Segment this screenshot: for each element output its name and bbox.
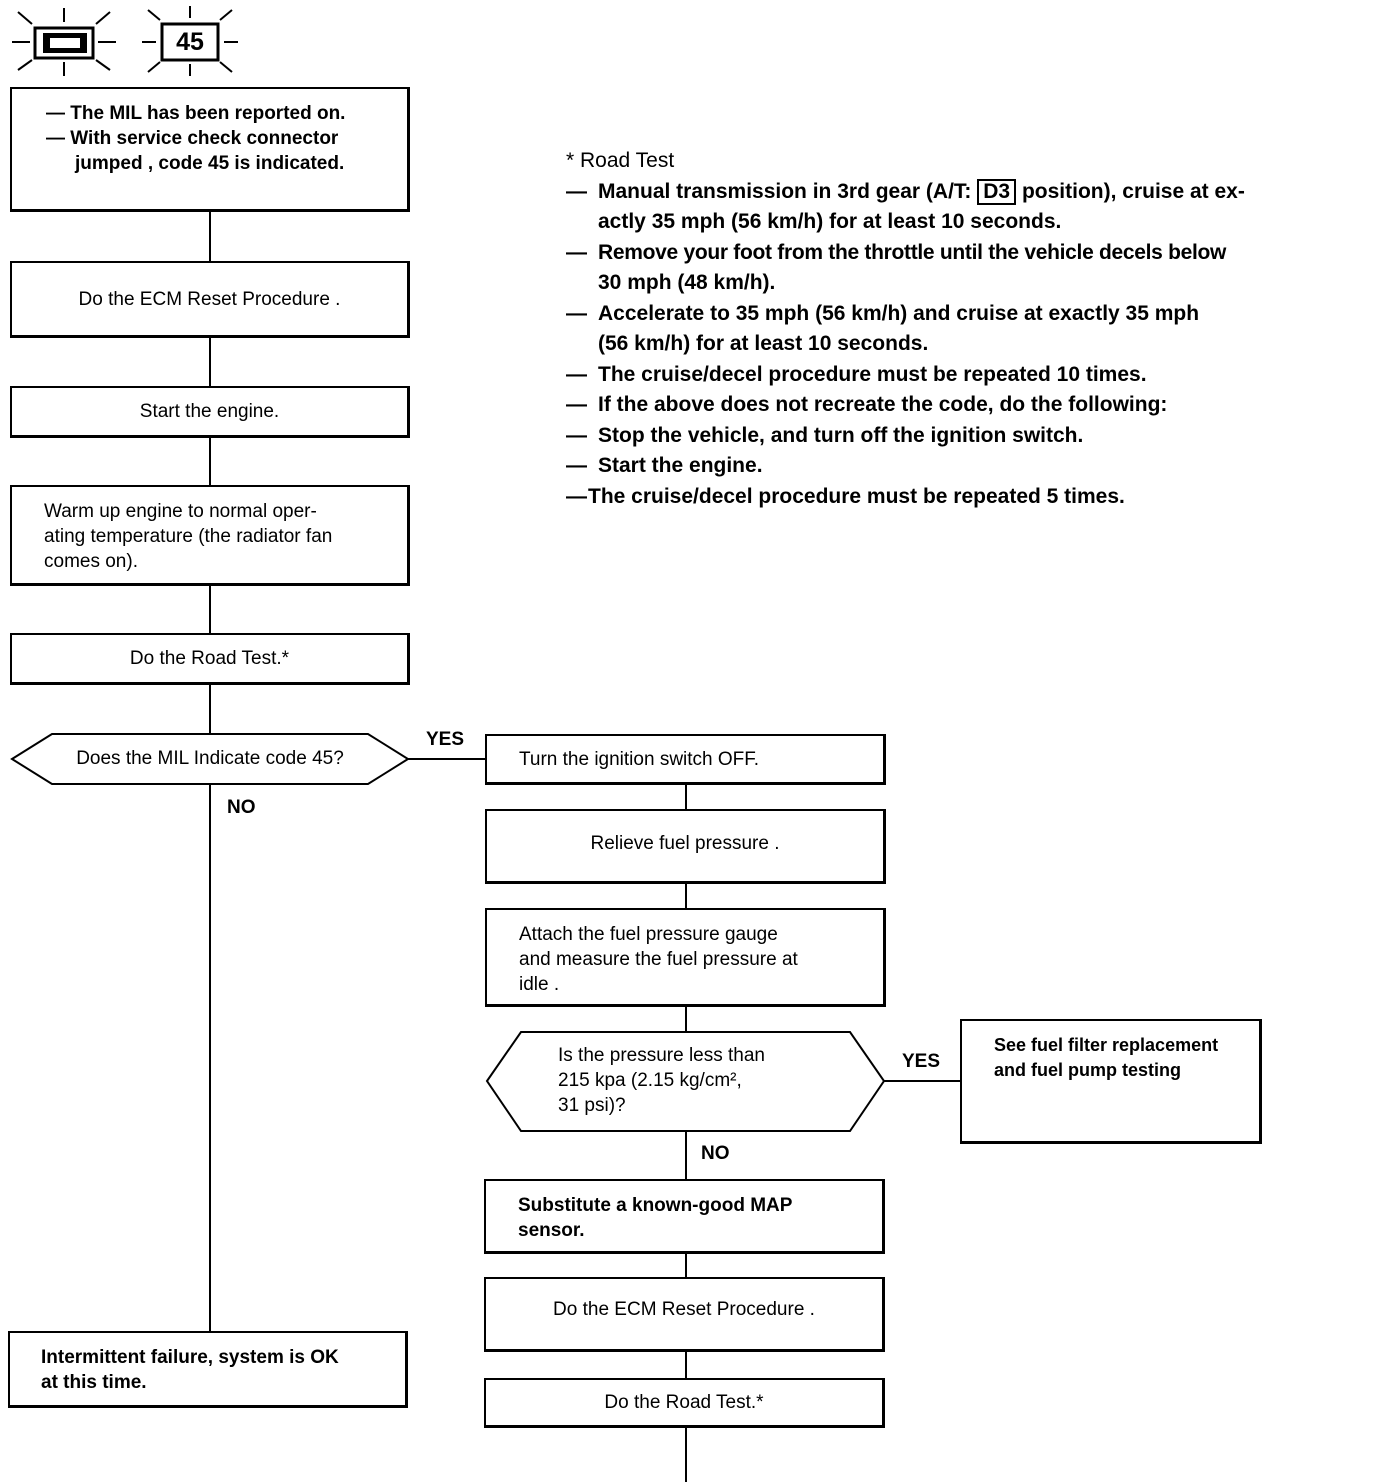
symptom-line3: jumped , code 45 is indicated.	[75, 153, 345, 174]
note-dash-icon: —	[566, 484, 587, 508]
start-engine-box: Start the engine.	[10, 386, 410, 438]
note-8-text: The cruise/decel procedure must be repea…	[588, 484, 1125, 508]
code-number: 45	[176, 28, 204, 56]
road-test-note-2: — Remove your foot from the throttle unt…	[566, 238, 1366, 299]
note-dash-icon: —	[566, 423, 587, 447]
fuel-filter-line2: and fuel pump testing	[994, 1060, 1181, 1080]
symptom-line1: — The MIL has been reported on.	[46, 103, 346, 124]
note-dash-icon: —	[566, 362, 587, 386]
road-test-note-3: — Accelerate to 35 mph (56 km/h) and cru…	[566, 299, 1366, 360]
road-test-notes: * Road Test — Manual transmission in 3rd…	[566, 146, 1366, 512]
decision-code-45-shape	[10, 733, 410, 785]
note-4-text: The cruise/decel procedure must be repea…	[598, 362, 1147, 386]
warm-up-line2: ating temperature (the radiator fan	[44, 526, 333, 547]
road-test-note-5: — If the above does not recreate the cod…	[566, 390, 1366, 421]
road-test-note-4: — The cruise/decel procedure must be rep…	[566, 360, 1366, 391]
road-test-box-2: Do the Road Test.*	[484, 1378, 885, 1428]
road-test-text-1: Do the Road Test.*	[129, 648, 290, 669]
road-test-note-7: — Start the engine.	[566, 451, 1366, 482]
ecm-reset-box-1: Do the ECM Reset Procedure .	[10, 261, 410, 338]
substitute-map-box: Substitute a known-good MAP sensor.	[484, 1179, 885, 1254]
substitute-map-line2: sensor.	[518, 1220, 585, 1241]
note-3-part-a: Accelerate to 35 mph (56 km/h) and cruis…	[598, 301, 1200, 325]
road-test-text-2: Do the Road Test.*	[604, 1392, 764, 1413]
yes-label-1: YES	[426, 729, 465, 750]
connector-lines	[209, 211, 961, 1482]
note-dash-icon: —	[566, 454, 587, 477]
fuel-filter-box: See fuel filter replacement and fuel pum…	[960, 1019, 1262, 1144]
decision-code-45-text: Does the MIL Indicate code 45?	[76, 748, 344, 769]
note-1-part-a: Manual transmission in 3rd gear (A/T:	[598, 179, 972, 203]
ignition-off-text: Turn the ignition switch OFF.	[519, 749, 760, 770]
intermittent-line1: Intermittent failure, system is OK	[41, 1347, 339, 1368]
attach-gauge-line1: Attach the fuel pressure gauge	[519, 924, 778, 945]
note-7-text: Start the engine.	[598, 454, 763, 477]
relieve-pressure-box: Relieve fuel pressure .	[485, 809, 886, 884]
ecm-reset-text-1: Do the ECM Reset Procedure .	[78, 288, 341, 310]
start-engine-text: Start the engine.	[139, 401, 280, 422]
road-test-notes-title: * Road Test	[566, 149, 675, 172]
note-dash-icon: —	[566, 240, 587, 264]
no-label-1: NO	[227, 797, 256, 818]
road-test-box-1: Do the Road Test.*	[10, 633, 410, 685]
decision-pressure-line2: 215 kpa (2.15 kg/cm²,	[558, 1070, 742, 1091]
symptom-line2: — With service check connector	[46, 128, 339, 149]
decision-pressure-line1: Is the pressure less than	[558, 1045, 765, 1066]
yes-label-2: YES	[902, 1051, 941, 1072]
relieve-pressure-text: Relieve fuel pressure .	[590, 833, 780, 854]
note-1-part-c: actly 35 mph (56 km/h) for at least 10 s…	[598, 210, 1062, 233]
ignition-off-box: Turn the ignition switch OFF.	[485, 734, 886, 785]
note-2-part-a: Remove your foot from the throttle until…	[598, 240, 1227, 264]
note-dash-icon: —	[566, 393, 587, 416]
warm-up-line1: Warm up engine to normal oper-	[44, 501, 317, 522]
no-label-2: NO	[701, 1143, 730, 1164]
d3-gear-badge: D3	[977, 178, 1017, 205]
attach-gauge-box: Attach the fuel pressure gauge and measu…	[485, 908, 886, 1007]
ecm-reset-text-2: Do the ECM Reset Procedure .	[553, 1299, 815, 1320]
note-dash-icon: —	[566, 301, 587, 325]
note-1-part-b: position), cruise at ex-	[1021, 179, 1245, 203]
decision-pressure-line3: 31 psi)?	[558, 1095, 626, 1116]
intermittent-line2: at this time.	[41, 1372, 147, 1393]
decision-pressure-text: Is the pressure less than 215 kpa (2.15 …	[558, 1043, 765, 1118]
attach-gauge-line2: and measure the fuel pressure at	[519, 949, 798, 970]
note-6-text: Stop the vehicle, and turn off the ignit…	[598, 423, 1084, 447]
intermittent-box: Intermittent failure, system is OK at th…	[8, 1331, 408, 1408]
road-test-note-1: — Manual transmission in 3rd gear (A/T: …	[566, 177, 1366, 238]
note-2-part-b: 30 mph (48 km/h).	[598, 271, 776, 294]
substitute-map-line1: Substitute a known-good MAP	[518, 1195, 793, 1216]
code-45-indicator	[142, 6, 238, 76]
fuel-filter-line1: See fuel filter replacement	[994, 1035, 1219, 1055]
road-test-note-8: — The cruise/decel procedure must be rep…	[566, 482, 1366, 513]
attach-gauge-line3: idle .	[519, 974, 560, 995]
note-dash-icon: —	[566, 179, 587, 203]
decision-pressure-shape	[485, 1031, 886, 1132]
ecm-reset-box-2: Do the ECM Reset Procedure .	[484, 1277, 885, 1352]
warm-up-box: Warm up engine to normal oper- ating tem…	[10, 485, 410, 586]
mil-engine-icon	[12, 8, 116, 76]
road-test-note-6: — Stop the vehicle, and turn off the ign…	[566, 421, 1366, 452]
note-5-text: If the above does not recreate the code,…	[598, 393, 1168, 416]
warm-up-line3: comes on).	[44, 551, 138, 572]
note-3-part-b: (56 km/h) for at least 10 seconds.	[598, 332, 929, 355]
symptom-box: — The MIL has been reported on. — With s…	[10, 87, 410, 212]
